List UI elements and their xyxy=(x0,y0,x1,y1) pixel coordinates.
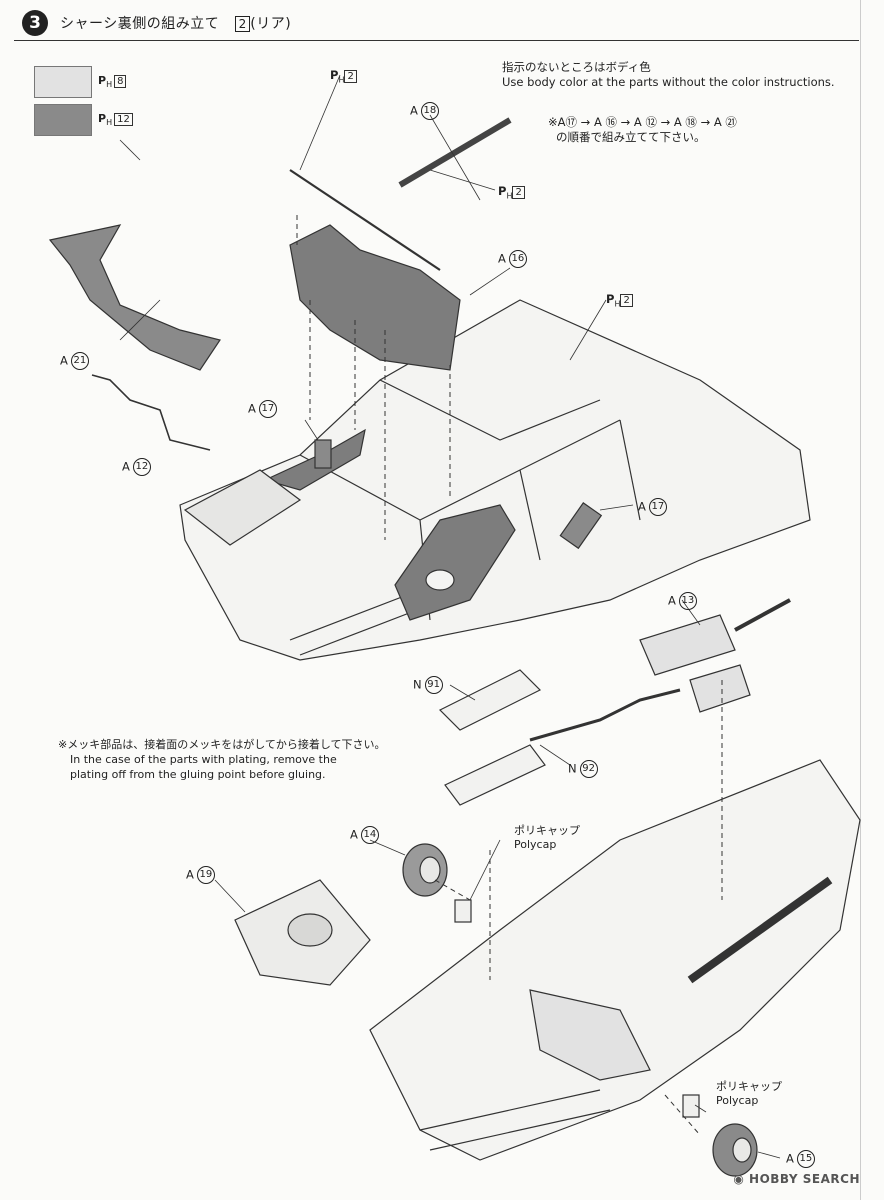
assembly-order-sequence: ⑰ → A ⑯ → A ⑫ → A ⑱ → A ㉑ xyxy=(565,115,737,129)
step-title: シャーシ裏側の組み立て xyxy=(60,16,220,32)
step-number-badge: 3 xyxy=(22,10,48,36)
body-color-note-en: Use body color at the parts without the … xyxy=(502,75,835,89)
plating-note-jp: ※メッキ部品は、接着面のメッキをはがしてから接着して下さい。 xyxy=(58,738,386,751)
body-color-note-jp: 指示のないところはボディ色 xyxy=(502,60,651,74)
assembly-order-note: ※A⑰ → A ⑯ → A ⑫ → A ⑱ → A ㉑ の順番で組み立てて下さい… xyxy=(548,115,737,144)
plating-note-en-2: plating off from the gluing point before… xyxy=(70,768,326,781)
assembly-order-jp: の順番で組み立てて下さい。 xyxy=(556,130,706,144)
watermark: ◉ HOBBY SEARCH xyxy=(733,1172,860,1186)
header-divider xyxy=(14,40,859,41)
swatch-ph8 xyxy=(34,66,92,98)
body-color-note: 指示のないところはボディ色 Use body color at the part… xyxy=(502,60,835,90)
hobby-search-logo-icon: ◉ xyxy=(733,1172,745,1186)
page-edge xyxy=(860,0,861,1200)
plating-note-en-1: In the case of the parts with plating, r… xyxy=(70,753,337,766)
step-subtitle: (リア) xyxy=(250,16,292,32)
polycap-label-upper: ポリキャップ Polycap xyxy=(514,824,580,851)
plating-note: ※メッキ部品は、接着面のメッキをはがしてから接着して下さい。 In the ca… xyxy=(58,737,386,782)
step-box-number: 2 xyxy=(235,16,251,32)
polycap-label-lower: ポリキャップ Polycap xyxy=(716,1080,782,1107)
page-title: シャーシ裏側の組み立て 2(リア) xyxy=(60,13,291,33)
swatch-ph12 xyxy=(34,104,92,136)
